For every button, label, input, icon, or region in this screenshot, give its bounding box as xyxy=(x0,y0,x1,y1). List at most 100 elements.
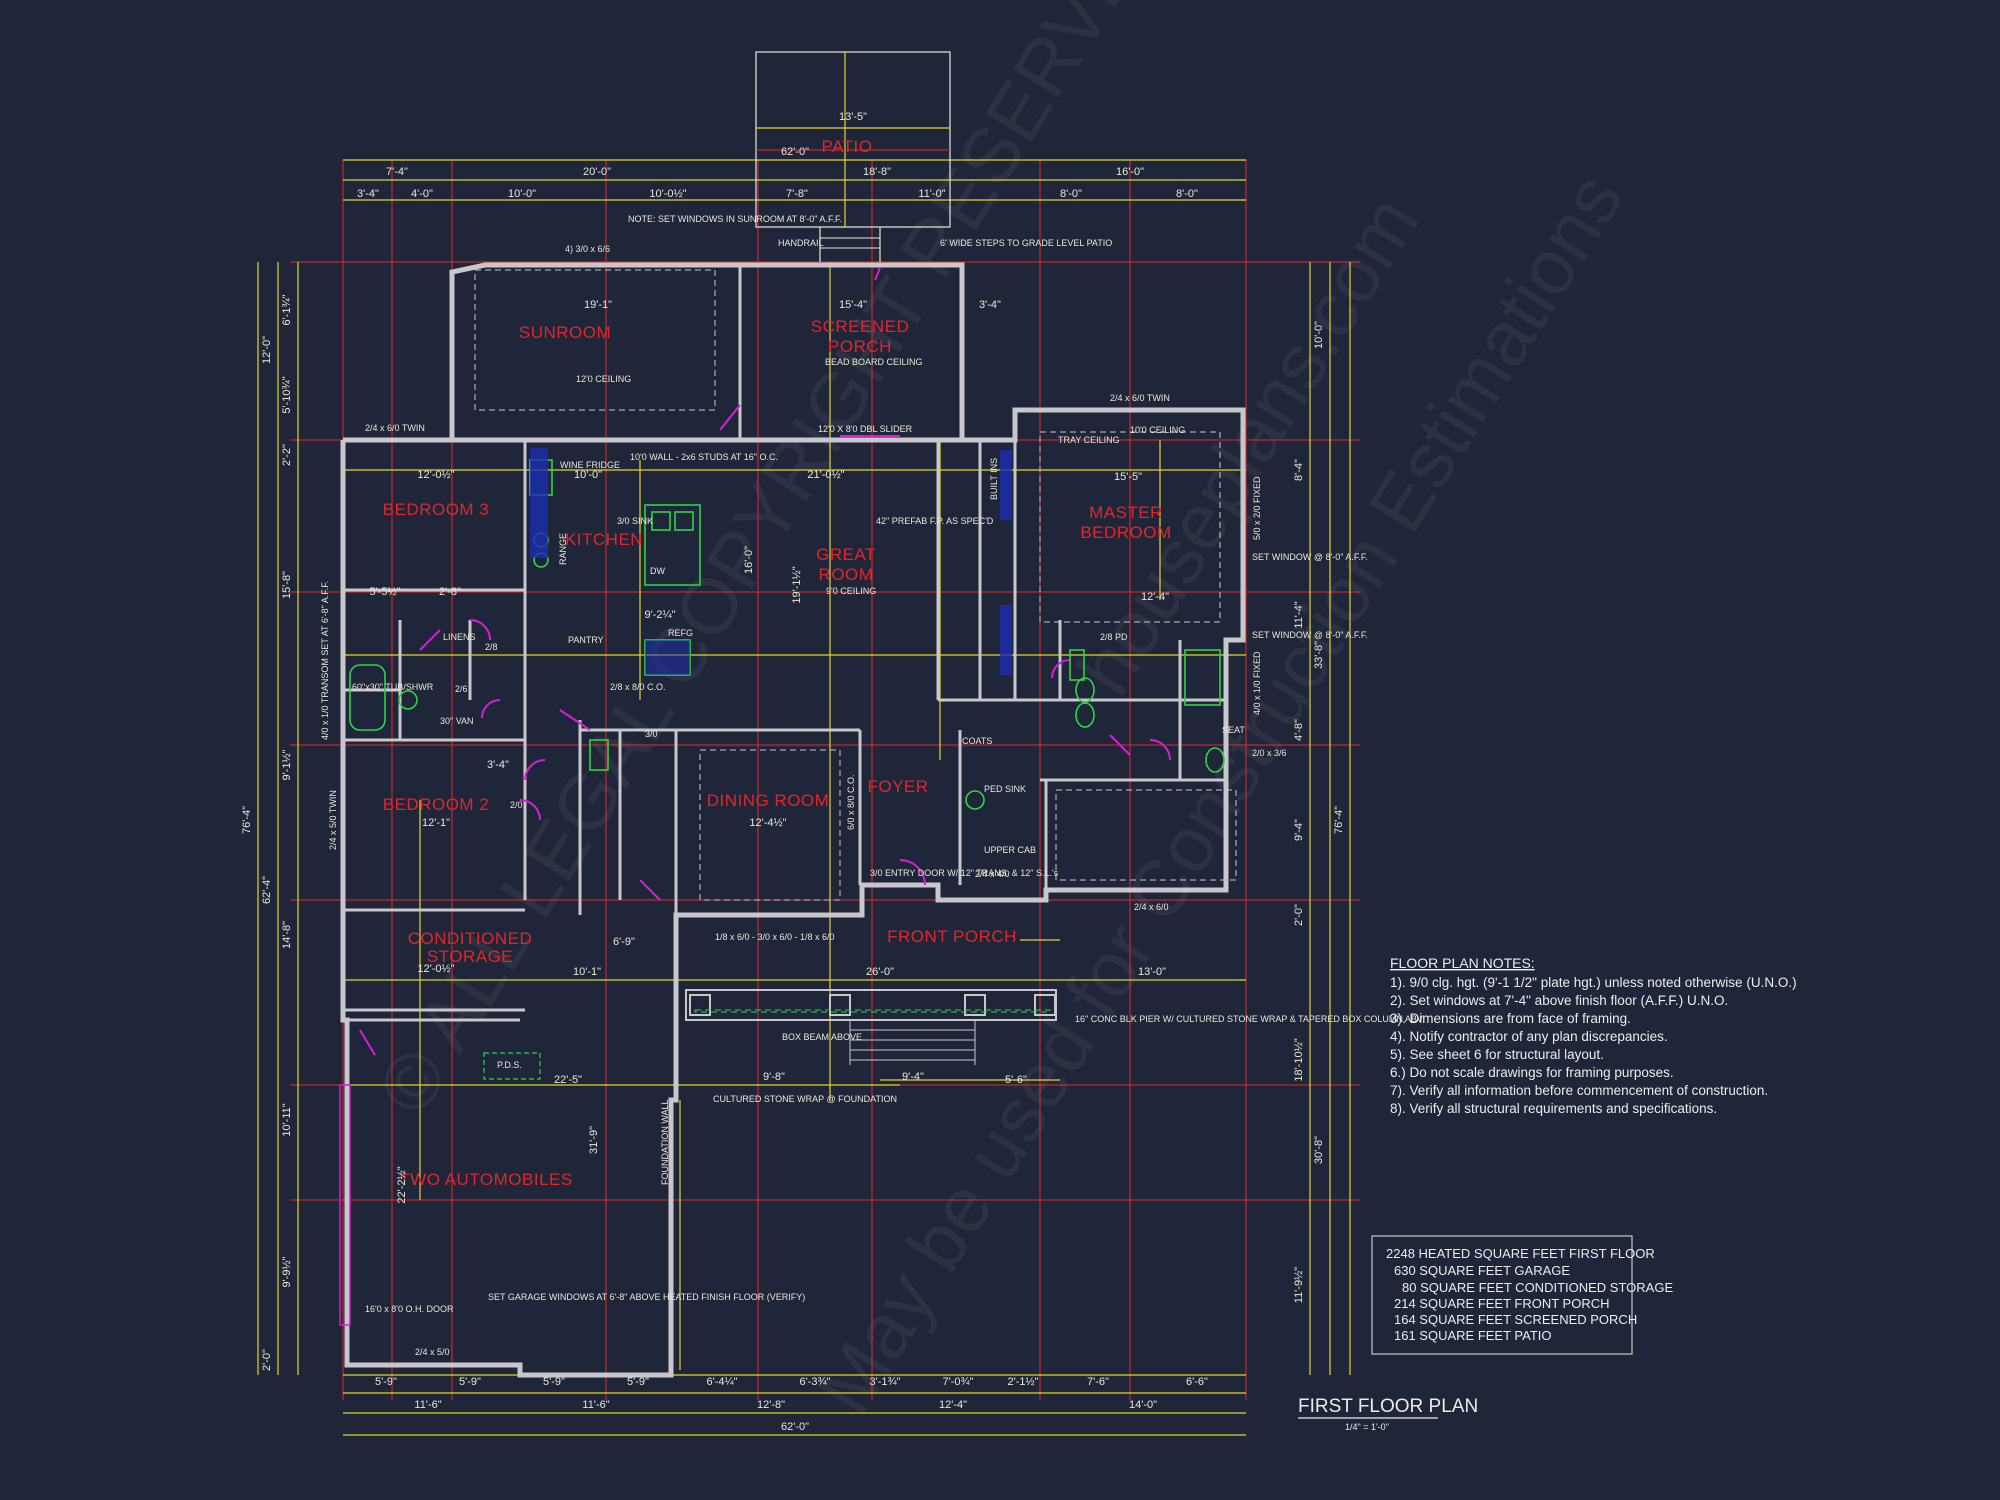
room-label-garage: TWO AUTOMOBILES xyxy=(399,1170,572,1189)
note-item-2: 2). Set windows at 7'-4" above finish fl… xyxy=(1390,993,1728,1008)
top-dimensions: 7'-4" 20'-0" 18'-8" 16'-0" 3'-4" 4'-0" 1… xyxy=(357,111,1198,200)
interior-dimensions: 19'-1" 15'-4" 3'-4" 12'-0½" 10'-0" 21'-0… xyxy=(369,299,1169,1204)
plan-title: FIRST FLOOR PLAN xyxy=(1298,1396,1478,1417)
room-label-great: GREAT xyxy=(816,545,876,564)
sqft-heated: 2248 HEATED SQUARE FEET FIRST FLOOR xyxy=(1386,1246,1655,1261)
dim-left-1: 6'-1¾" xyxy=(281,294,293,325)
label-door-28: 2/8 xyxy=(485,642,498,652)
dim-bottom-6: 6'-3¾" xyxy=(799,1376,830,1388)
dim-right-9: 30'-8" xyxy=(1313,1136,1325,1164)
label-window-2460: 2/4 x 6/0 xyxy=(1134,902,1169,912)
dim-top-10: 11'-0" xyxy=(918,188,945,200)
label-ped-sink: PED SINK xyxy=(984,784,1026,794)
label-tub: 60"x30" TUB/SHWR xyxy=(352,682,434,692)
room-label-sunroom: SUNROOM xyxy=(519,323,611,342)
room-label-porch: PORCH xyxy=(828,337,892,356)
dim-left-4: 2'-2" xyxy=(281,444,293,466)
note-item-1: 1). 9/0 clg. hgt. (9'-1 1/2" plate hgt.)… xyxy=(1390,975,1797,990)
label-upper-cab: UPPER CAB xyxy=(984,845,1036,855)
dim-bottom-3: 5'-9" xyxy=(543,1376,565,1388)
dim-left-11: 2'-0" xyxy=(261,1349,273,1371)
label-twin-left: 2/4 x 6/0 TWIN xyxy=(365,423,425,433)
dimension-lines xyxy=(257,159,1351,1436)
dim-int-14: 3'-4" xyxy=(487,759,509,771)
dim-bottom-2: 5'-9" xyxy=(459,1376,481,1388)
room-label-room: ROOM xyxy=(819,565,874,584)
dim-int-18: 26'-0" xyxy=(866,966,894,978)
label-co-28: 2/8 x 8/0 C.O. xyxy=(610,682,666,692)
sqft-garage: 630 SQUARE FEET GARAGE xyxy=(1394,1263,1570,1278)
dim-top-11: 8'-0" xyxy=(1060,188,1082,200)
dim-right-7: 2'-0" xyxy=(1293,904,1305,926)
door-swings xyxy=(339,267,1171,1326)
dim-int-7: 15'-5" xyxy=(1114,471,1142,483)
dim-left-2: 12'-0" xyxy=(261,336,273,364)
label-steps: 6' WIDE STEPS TO GRADE LEVEL PATIO xyxy=(940,238,1112,248)
note-item-3: 3). Dimensions are from face of framing. xyxy=(1390,1011,1631,1026)
label-sunroom-windows: 4) 3/0 x 6/6 xyxy=(565,244,610,254)
tray-ceilings xyxy=(474,269,1237,901)
dim-bottom-11: 6'-6" xyxy=(1186,1376,1208,1388)
label-fireplace: 42" PREFAB F.P. AS SPEC'D xyxy=(876,516,994,526)
dim-left-9: 10'-11" xyxy=(281,1103,293,1136)
label-range: RANGE xyxy=(558,533,568,565)
dim-top-8: 10'-0½" xyxy=(649,188,686,200)
dim-int-3: 3'-4" xyxy=(979,299,1001,311)
note-item-5: 5). See sheet 6 for structural layout. xyxy=(1390,1047,1604,1062)
dim-int-27: 6'-9" xyxy=(613,936,635,948)
dim-int-17: 12'-4½" xyxy=(749,817,786,829)
sqft-screened-porch: 164 SQUARE FEET SCREENED PORCH xyxy=(1394,1312,1637,1327)
dim-top-12: 8'-0" xyxy=(1176,188,1198,200)
label-porch-ceiling: BEAD BOARD CEILING xyxy=(825,357,923,367)
annotations: NOTE: SET WINDOWS IN SUNROOM AT 8'-0" A.… xyxy=(320,214,1423,1357)
dim-right-8: 18'-10½" xyxy=(1293,1038,1305,1081)
dim-bottom-15: 12'-4" xyxy=(939,1399,967,1411)
dim-bottom-7: 3'-1¾" xyxy=(869,1376,900,1388)
dim-int-24: 9'-4" xyxy=(902,1071,924,1083)
dim-bottom-9: 2'-1½" xyxy=(1007,1376,1038,1388)
label-set-window-1: SET WINDOW @ 8'-0" A.F.F. xyxy=(1252,552,1368,562)
dim-right-total: 76'-4" xyxy=(1333,806,1345,834)
built-ins xyxy=(530,448,1012,675)
label-front-windows: 1/8 x 6/0 - 3/0 x 6/0 - 1/8 x 6/0 xyxy=(715,932,835,942)
dim-left-10: 9'-9½" xyxy=(281,1256,293,1287)
sqft-patio: 161 SQUARE FEET PATIO xyxy=(1394,1328,1552,1343)
dim-top-3: 18'-8" xyxy=(863,166,891,178)
room-label-storage: STORAGE xyxy=(427,947,513,966)
dim-bottom-total: 62'-0" xyxy=(781,1421,809,1433)
label-linens: LINENS xyxy=(443,632,476,642)
label-wine-fridge: WINE FRIDGE xyxy=(560,460,620,470)
label-note-sunroom: NOTE: SET WINDOWS IN SUNROOM AT 8'-0" A.… xyxy=(628,214,842,224)
dim-int-8: 12'-4" xyxy=(1141,591,1169,603)
dim-bottom-13: 11'-6" xyxy=(582,1399,609,1411)
label-fixed-2: 4/0 x 1/0 FIXED xyxy=(1252,651,1262,715)
dim-int-20: 22'-5" xyxy=(554,1074,582,1086)
dim-int-4: 12'-0½" xyxy=(417,469,454,481)
room-label-bedroom-2: BEDROOM 2 xyxy=(383,795,490,814)
dim-int-2: 15'-4" xyxy=(839,299,867,311)
dim-top-9: 7'-8" xyxy=(786,188,808,200)
dim-int-12: 5'-5½" xyxy=(369,586,400,598)
dim-int-26: 10'-1" xyxy=(573,966,601,978)
dim-int-23: 9'-8" xyxy=(763,1071,785,1083)
plan-title-block: FIRST FLOOR PLAN 1/4" = 1'-0" xyxy=(1298,1396,1478,1432)
label-window-2440: 2/4 x 4/0 xyxy=(975,869,1010,879)
label-window-2450: 2/4 x 5/0 xyxy=(415,1347,450,1357)
label-columns: 16" CONC BLK PIER W/ CULTURED STONE WRAP… xyxy=(1075,1014,1423,1024)
room-labels: PATIO SUNROOM SCREENED PORCH BEDROOM 3 K… xyxy=(383,137,1171,1189)
dim-int-13: 2'-8" xyxy=(439,586,461,598)
label-transom: 4/0 x 1/0 TRANSOM SET AT 6'-8" A.F.F. xyxy=(320,581,330,740)
watermark: © ALL LEGAL COPYRIGHT RESERVED May be us… xyxy=(360,0,1640,1429)
dim-right-2: 8'-4" xyxy=(1293,459,1305,481)
bottom-dimensions: 5'-9" 5'-9" 5'-9" 5'-9" 6'-4¼" 6'-3¾" 3'… xyxy=(375,1376,1208,1433)
room-label-screened: SCREENED xyxy=(811,317,909,336)
dim-int-21: 31'-9" xyxy=(588,1126,600,1154)
label-handrail: HANDRAIL xyxy=(778,238,824,248)
right-dimensions: 10'-0" 8'-4" 11'-4" 33'-8" 4'-8" 9'-4" 2… xyxy=(1293,321,1345,1303)
dim-right-10: 11'-9½" xyxy=(1293,1267,1305,1303)
left-dimensions: 6'-1¾" 12'-0" 5'-10¾" 2'-2" 15'-8" 9'-1½… xyxy=(241,294,293,1371)
dim-left-total: 76'-4" xyxy=(241,806,253,834)
dim-bottom-12: 11'-6" xyxy=(414,1399,441,1411)
dim-bottom-1: 5'-9" xyxy=(375,1376,397,1388)
